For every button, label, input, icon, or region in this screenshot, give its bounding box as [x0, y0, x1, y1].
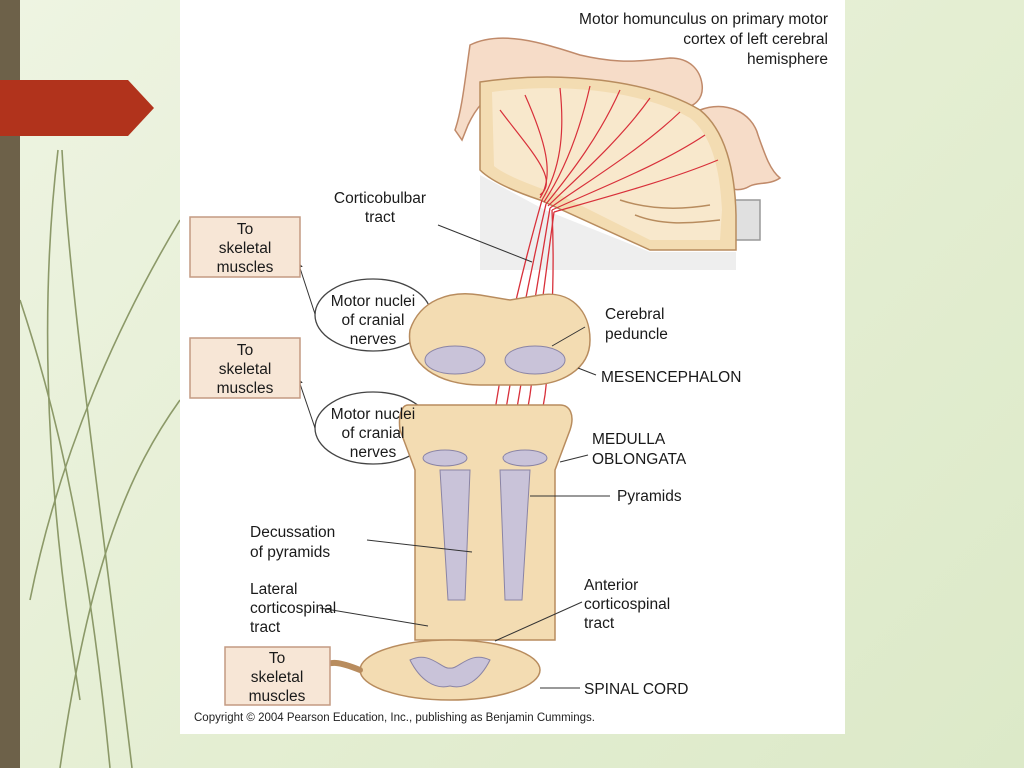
lateral-cst-line-2: corticospinal [250, 600, 336, 617]
label-motor-nuclei-1: Motor nuclei of cranial nerves [331, 293, 415, 348]
decussation-line-1: Decussation [250, 524, 335, 541]
medulla-line-1: MEDULLA [592, 431, 666, 448]
corticobulbar-leader [437, 224, 533, 263]
label-cerebral-peduncle: Cerebral peduncle [605, 306, 668, 343]
medulla-line-2: OBLONGATA [592, 451, 687, 468]
decussation-line-2: of pyramids [250, 544, 330, 561]
anterior-cst-leader [494, 601, 583, 642]
to-skeletal-1-line-2: skeletal [219, 240, 272, 257]
to-skeletal-1-line-1: To [237, 221, 253, 238]
decor-curve-3 [29, 219, 181, 601]
to-skeletal-box-3: To skeletal muscles [224, 646, 331, 706]
motor-nuclei-1-line-1: Motor nuclei [331, 293, 415, 310]
decor-curve-5 [19, 299, 111, 768]
homunculus-title-line-1: Motor homunculus on primary motor [579, 11, 828, 28]
homunculus-throat [734, 199, 761, 241]
to-skeletal-box-2: To skeletal muscles [189, 337, 301, 399]
to-skeletal-1-line-3: muscles [217, 259, 274, 276]
motor-nuclei-2-line-1: Motor nuclei [331, 406, 415, 423]
label-corticobulbar: Corticobulbar tract [334, 190, 426, 226]
homunculus-title-line-3: hemisphere [747, 51, 828, 68]
decussation-leader [366, 539, 473, 553]
to-skeletal-2-arrow [297, 377, 316, 429]
mesencephalon-leader [577, 367, 597, 376]
decor-curve-2 [61, 149, 133, 768]
label-leaders [297, 224, 610, 689]
peduncle-line-2: peduncle [605, 326, 668, 343]
label-lateral-cst: Lateral corticospinal tract [250, 581, 336, 636]
label-pyramids: Pyramids [617, 488, 682, 505]
to-skeletal-2-line-1: To [237, 342, 253, 359]
to-skeletal-box-1: To skeletal muscles [189, 216, 301, 278]
cerebral-cortex-section [479, 76, 737, 270]
pathway-diagram: Motor homunculus on primary motor cortex… [189, 11, 828, 706]
peduncle-leader [551, 326, 586, 347]
to-skeletal-2-line-2: skeletal [219, 361, 272, 378]
copyright-notice: Copyright © 2004 Pearson Education, Inc.… [194, 712, 595, 724]
label-anterior-cst: Anterior corticospinal tract [584, 577, 670, 632]
motor-nuclei-1-line-3: nerves [350, 331, 397, 348]
lateral-cst-leader [319, 607, 429, 627]
to-skeletal-3-line-3: muscles [249, 688, 306, 705]
slide-accent-arrow [0, 80, 154, 136]
peduncle-line-1: Cerebral [605, 306, 664, 323]
anterior-cst-line-3: tract [584, 615, 615, 632]
slide-side-bar [0, 0, 20, 768]
medulla-block [398, 404, 573, 641]
label-mesencephalon: MESENCEPHALON [601, 369, 741, 386]
to-skeletal-2-line-3: muscles [217, 380, 274, 397]
to-skeletal-1-arrow [297, 261, 316, 315]
corticobulbar-line-2: tract [365, 209, 396, 226]
motor-nuclei-2-line-3: nerves [350, 444, 397, 461]
label-motor-nuclei-2: Motor nuclei of cranial nerves [331, 406, 415, 461]
decor-curve-1 [46, 149, 81, 701]
mesencephalon-slice [408, 293, 591, 386]
label-spinal-cord: SPINAL CORD [584, 681, 689, 698]
decor-curve-4 [59, 399, 181, 768]
homunculus-title-line-2: cortex of left cerebral [683, 31, 828, 48]
spinal-cord-slice [239, 639, 541, 701]
cortical-fibers [499, 85, 719, 213]
label-decussation: Decussation of pyramids [250, 524, 335, 561]
label-medulla: MEDULLA OBLONGATA [592, 431, 687, 468]
corticospinal-pathway-figure: Motor homunculus on primary motor cortex… [180, 0, 845, 734]
to-skeletal-3-line-1: To [269, 650, 285, 667]
corticobulbar-line-1: Corticobulbar [334, 190, 426, 207]
anterior-cst-line-1: Anterior [584, 577, 638, 594]
to-skeletal-3-line-2: skeletal [251, 669, 304, 686]
lateral-cst-line-1: Lateral [250, 581, 297, 598]
label-homunculus-title: Motor homunculus on primary motor cortex… [579, 11, 828, 68]
lateral-cst-line-3: tract [250, 619, 281, 636]
medulla-leader [559, 454, 589, 463]
motor-nuclei-2-line-2: of cranial [342, 425, 405, 442]
motor-nuclei-1-line-2: of cranial [342, 312, 405, 329]
anterior-cst-line-2: corticospinal [584, 596, 670, 613]
